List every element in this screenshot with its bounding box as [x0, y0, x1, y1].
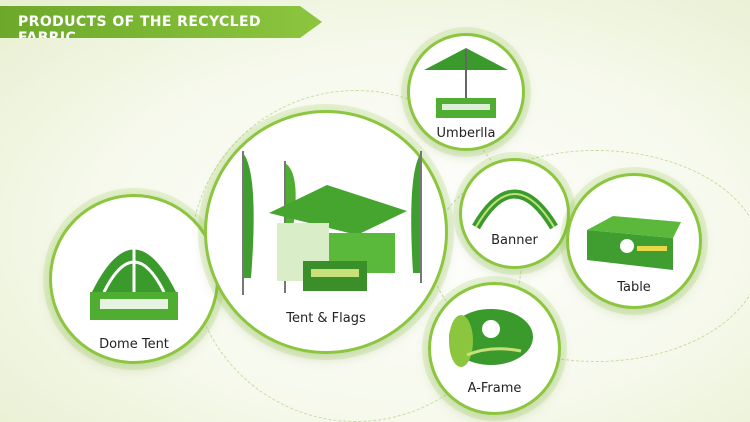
dome-tent-image — [90, 222, 178, 320]
a-frame-image — [449, 309, 533, 367]
product-tent-and-flags[interactable]: Tent & Flags — [204, 110, 448, 354]
table-image — [587, 216, 681, 270]
header-banner: PRODUCTS OF THE RECYCLED FABRIC — [0, 6, 322, 38]
product-banner[interactable]: Banner — [459, 158, 570, 269]
tent-flags-image — [242, 151, 422, 295]
page-title: PRODUCTS OF THE RECYCLED FABRIC — [18, 14, 261, 46]
product-label: Umberlla — [436, 126, 496, 141]
product-label: A-Frame — [467, 381, 522, 396]
product-label: Dome Tent — [99, 337, 169, 352]
umbrella-image — [424, 48, 508, 118]
product-table[interactable]: Table — [566, 173, 702, 309]
product-label: Tent & Flags — [286, 311, 366, 326]
product-dome-tent[interactable]: Dome Tent — [49, 194, 219, 364]
banner-image — [472, 189, 558, 230]
product-a-frame[interactable]: A-Frame — [428, 282, 561, 415]
product-label: Banner — [491, 233, 538, 248]
product-umbrella[interactable]: Umberlla — [407, 33, 525, 151]
product-label: Table — [617, 280, 651, 295]
